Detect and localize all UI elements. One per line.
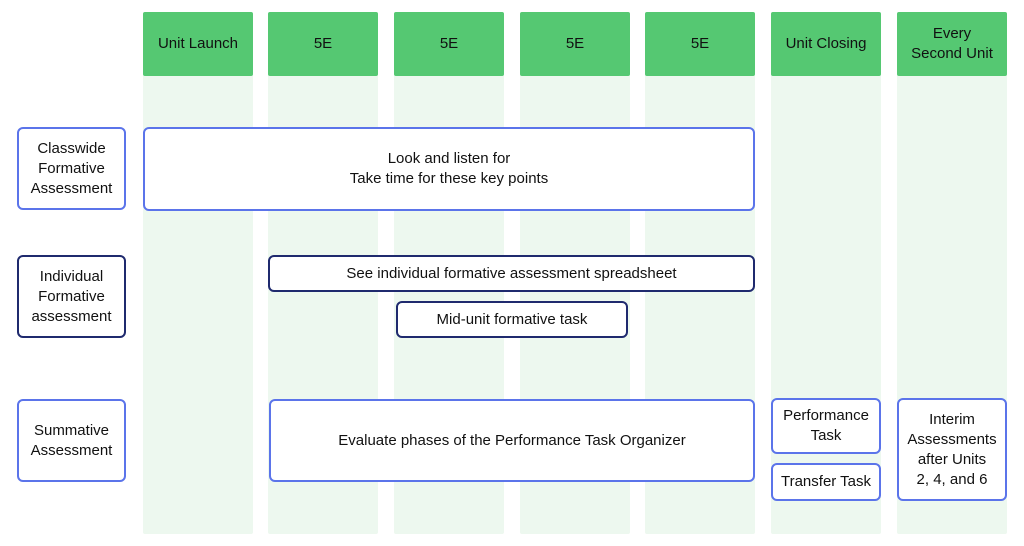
column-bg-unit-launch (143, 12, 253, 534)
transfer-task-box: Transfer Task (771, 463, 881, 501)
column-header-5e-1: 5E (268, 12, 378, 76)
row-label-individual-formative: Individual Formative assessment (17, 255, 126, 338)
column-header-5e-4: 5E (645, 12, 755, 76)
column-header-5e-2: 5E (394, 12, 504, 76)
look-and-listen-box: Look and listen for Take time for these … (143, 127, 755, 211)
column-bg-unit-closing (771, 12, 881, 534)
column-header-every-second-unit: Every Second Unit (897, 12, 1007, 76)
performance-task-box: Performance Task (771, 398, 881, 454)
row-label-classwide-formative: Classwide Formative Assessment (17, 127, 126, 210)
interim-assessments-box: Interim Assessments after Units 2, 4, an… (897, 398, 1007, 501)
individual-spreadsheet-box: See individual formative assessment spre… (268, 255, 755, 292)
column-header-5e-3: 5E (520, 12, 630, 76)
evaluate-phases-box: Evaluate phases of the Performance Task … (269, 399, 755, 482)
column-header-unit-closing: Unit Closing (771, 12, 881, 76)
column-header-unit-launch: Unit Launch (143, 12, 253, 76)
row-label-summative: Summative Assessment (17, 399, 126, 482)
mid-unit-task-box: Mid-unit formative task (396, 301, 628, 338)
